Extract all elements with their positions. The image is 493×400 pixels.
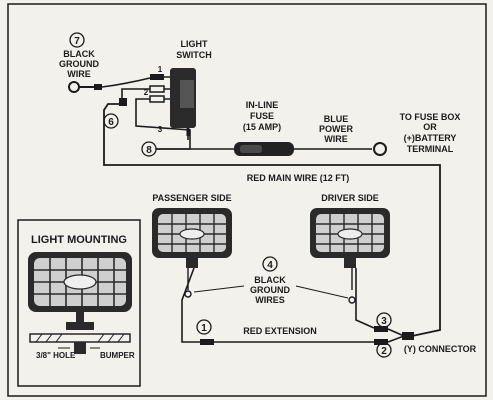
power-label-1: BLUE [324, 114, 349, 124]
ground-crimp-icon [94, 84, 102, 90]
passenger-power-wire [181, 267, 200, 343]
passenger-side-label: PASSENGER SIDE [152, 193, 231, 203]
ground-to-switch-wire [101, 77, 151, 88]
fuse-holder-detail [240, 145, 262, 153]
red-extension-label: RED EXTENSION [243, 326, 317, 336]
switch-terminal-2a [149, 85, 165, 93]
ground-wires-label-2: GROUND [250, 285, 290, 295]
callout-3-text: 3 [381, 316, 387, 327]
red-main-wire-label: RED MAIN WIRE (12 FT) [247, 173, 350, 183]
mount-stud-icon [76, 312, 84, 322]
switch-terminal-1 [150, 74, 164, 80]
callout-6-text: 6 [108, 117, 114, 128]
fuse-label-3: (15 AMP) [243, 122, 281, 132]
main-wire-group: 6 RED MAIN WIRE (12 FT) [103, 103, 441, 337]
power-label-2: POWER [319, 124, 354, 134]
switch-connector-icon [119, 98, 127, 106]
ground-wire-label-3: WIRE [67, 69, 91, 79]
callout-8-text: 8 [146, 145, 152, 156]
callout-1-text: 1 [201, 323, 207, 334]
passenger-lamp-grille-icon [158, 214, 226, 252]
ring-terminal-icon [68, 81, 80, 93]
bumper-label: BUMPER [100, 351, 135, 360]
switch-terminal-1-label: 1 [158, 65, 163, 74]
callout-7-text: 7 [74, 36, 80, 47]
callout-2-text: 2 [381, 346, 387, 357]
switch-terminal-2-label: 2 [144, 88, 149, 97]
passenger-lamp-group: PASSENGER SIDE [152, 193, 232, 343]
driver-lamp-grille-icon [316, 214, 384, 252]
driver-lamp-badge-icon [337, 228, 363, 240]
callout-4-text: 4 [267, 260, 273, 271]
switch-terminal-3-label: 3 [158, 125, 163, 134]
y-connector-branches [387, 328, 407, 343]
switch-rocker-icon [180, 80, 194, 108]
driver-lamp-mount-icon [344, 258, 356, 268]
red-extension-group: 1 RED EXTENSION 3 2 (Y) CONNECTOR [196, 312, 477, 358]
bumper-plate-icon [29, 333, 131, 343]
fusebox-label-4: TERMINAL [407, 144, 454, 154]
callout-4 [262, 256, 278, 272]
y-connector-body-icon [402, 332, 414, 340]
fuse-label-1: IN-LINE [246, 100, 279, 110]
light-mounting-inset: LIGHT MOUNTING 3/8" HOLE BUMPER [17, 219, 141, 387]
fusebox-label-3: (+)BATTERY [404, 133, 457, 143]
fusebox-label-2: OR [423, 122, 437, 132]
passenger-lamp-badge-icon [179, 228, 205, 240]
callout-7 [69, 32, 85, 48]
ground-wire-group: 7 BLACK GROUND WIRE [59, 32, 151, 93]
hole-label: 3/8" HOLE [36, 351, 76, 360]
ground-wire-label-1: BLACK [63, 49, 95, 59]
fusebox-label-1: TO FUSE BOX [400, 112, 461, 122]
extension-connector-icon [200, 339, 214, 345]
switch-terminal-2b [149, 95, 165, 103]
mounting-title: LIGHT MOUNTING [31, 234, 127, 246]
driver-power-wire [355, 268, 375, 329]
mount-bracket-icon [66, 322, 94, 330]
power-label-3: WIRE [324, 134, 348, 144]
power-wire-group: 8 IN-LINE FUSE (15 AMP) BLUE POWER WIRE … [135, 100, 461, 157]
y-connector-label: (Y) CONNECTOR [404, 344, 477, 354]
y-connector-plug-top-icon [374, 326, 388, 332]
driver-lamp-group: DRIVER SIDE [310, 193, 390, 329]
battery-ring-terminal-icon [373, 142, 387, 156]
y-connector-plug-bottom-icon [374, 339, 388, 345]
diagram-border [7, 3, 487, 397]
ground-leader-left [193, 285, 245, 293]
bumper-hatching-icon [35, 333, 125, 343]
ground-wires-callout: 4 BLACK GROUND WIRES [193, 256, 349, 305]
mounting-lamp-badge-icon [63, 274, 97, 290]
passenger-ground-terminal-icon [184, 290, 192, 298]
driver-side-label: DRIVER SIDE [321, 193, 379, 203]
passenger-lamp-mount-icon [186, 258, 198, 268]
ground-wires-label-1: BLACK [254, 275, 286, 285]
inset-border [17, 219, 141, 387]
switch-to-power-wire [135, 98, 150, 112]
mount-nut-icon [74, 342, 86, 354]
switch-label-2: SWITCH [176, 50, 212, 60]
ground-wire-label-2: GROUND [59, 59, 99, 69]
fuse-label-2: FUSE [250, 111, 274, 121]
red-main-wire [103, 103, 441, 337]
driver-ground-terminal-icon [348, 296, 356, 304]
callout-1 [196, 319, 212, 335]
switch-label-1: LIGHT [181, 39, 208, 49]
ground-wires-label-3: WIRES [255, 295, 285, 305]
light-switch-group: LIGHT SWITCH 1 2 3 [119, 39, 212, 140]
ground-leader-right [295, 285, 349, 299]
